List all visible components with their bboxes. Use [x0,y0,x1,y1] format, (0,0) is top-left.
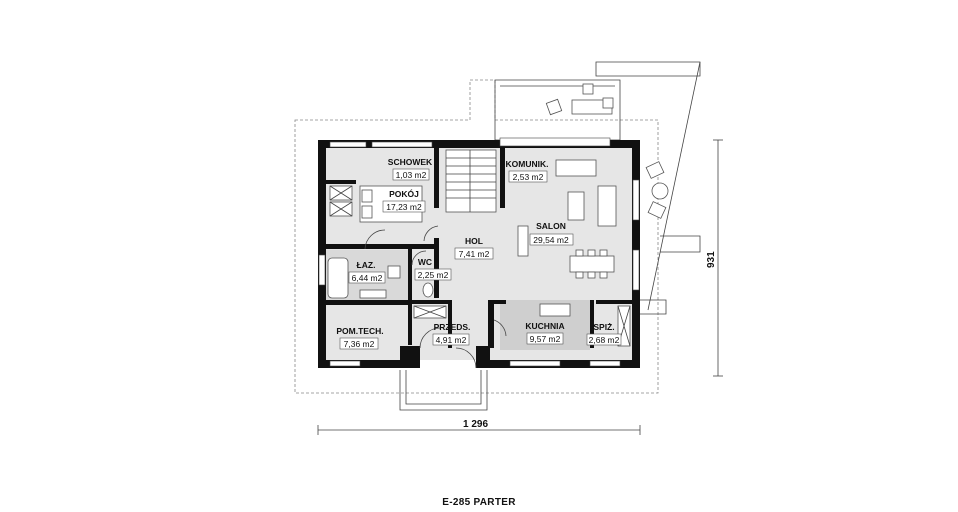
room-label-schowek: SCHOWEK 1,03 m2 [388,157,433,181]
room-label-pokoj: POKÓJ 17,23 m2 [382,188,426,213]
svg-text:SPIŻ.: SPIŻ. [593,322,614,332]
room-label-wc: WC 2,25 m2 [414,257,452,281]
plan-title: E-285 PARTER [442,497,516,508]
svg-text:KOMUNIK.: KOMUNIK. [506,159,549,169]
svg-text:2,25 m2: 2,25 m2 [418,270,449,280]
svg-text:ŁAZ.: ŁAZ. [357,260,376,270]
porch [399,370,488,411]
room-label-pom-tech: POM.TECH. 7,36 m2 [336,326,384,350]
svg-text:PRZEDS.: PRZEDS. [434,322,471,332]
svg-text:HOL: HOL [465,236,483,246]
svg-text:4,91 m2: 4,91 m2 [436,335,467,345]
svg-text:1 296: 1 296 [463,419,488,430]
room-label-hol: HOL 7,41 m2 [454,236,494,260]
svg-text:2,68 m2: 2,68 m2 [589,335,620,345]
svg-text:POM.TECH.: POM.TECH. [336,326,383,336]
interior-walls [326,148,632,348]
staircase [445,149,497,213]
svg-text:931: 931 [706,251,717,268]
svg-text:SCHOWEK: SCHOWEK [388,157,433,167]
svg-text:7,41 m2: 7,41 m2 [459,249,490,259]
room-label-komunik: KOMUNIK. 2,53 m2 [506,159,549,183]
svg-text:17,23 m2: 17,23 m2 [386,202,422,212]
terrace [494,61,701,315]
windows [318,137,640,367]
room-label-lazienka: ŁAZ. 6,44 m2 [348,260,386,284]
room-label-kuchnia: KUCHNIA 9,57 m2 [525,321,565,345]
svg-text:29,54 m2: 29,54 m2 [533,235,569,245]
svg-text:6,44 m2: 6,44 m2 [352,273,383,283]
svg-text:1,03 m2: 1,03 m2 [396,170,427,180]
svg-text:7,36 m2: 7,36 m2 [344,339,375,349]
svg-text:WC: WC [418,257,432,267]
width-dimension: 1 296 [317,419,641,435]
svg-text:2,53 m2: 2,53 m2 [513,172,544,182]
svg-text:POKÓJ: POKÓJ [389,188,419,199]
doors [364,225,507,369]
svg-text:SALON: SALON [536,221,566,231]
svg-text:KUCHNIA: KUCHNIA [525,321,564,331]
svg-text:9,57 m2: 9,57 m2 [530,334,561,344]
room-label-spizarnia: SPIŻ. 2,68 m2 [586,322,622,346]
depth-dimension: 931 [706,139,723,377]
room-label-salon: SALON 29,54 m2 [529,221,574,246]
room-label-przedsionek: PRZEDS. 4,91 m2 [432,322,471,346]
